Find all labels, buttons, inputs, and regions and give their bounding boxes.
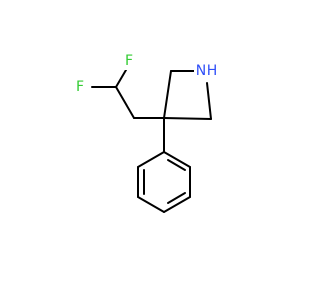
phenyl-bond-4 — [137, 196, 165, 213]
phenyl-bond-1 — [163, 151, 191, 168]
phenyl-double-bond-2 — [167, 192, 186, 204]
fluorine-left-label-bg — [73, 78, 87, 96]
bond-chf2-f-top — [115, 69, 127, 88]
bond-ring-upper — [163, 70, 172, 119]
bond-ring-lower — [163, 117, 212, 120]
structure-canvas: F F N H — [73, 52, 220, 213]
nitrogen-label-bg — [194, 61, 220, 81]
nitrogen-hydrogen-label: H — [207, 63, 218, 79]
fluorine-top-label-bg — [122, 52, 136, 70]
nitrogen-label: N — [196, 63, 206, 79]
fluorine-left-label: F — [76, 79, 84, 95]
phenyl-double-bond-1 — [167, 159, 186, 171]
molecule-drawing: F F N H — [73, 52, 220, 213]
bond-ring-nc-right — [206, 82, 212, 120]
phenyl-bond-6 — [137, 151, 165, 168]
phenyl-bond-3 — [163, 196, 191, 213]
bond-chf2-ch2 — [115, 86, 135, 119]
fluorine-top-label: F — [125, 53, 133, 69]
